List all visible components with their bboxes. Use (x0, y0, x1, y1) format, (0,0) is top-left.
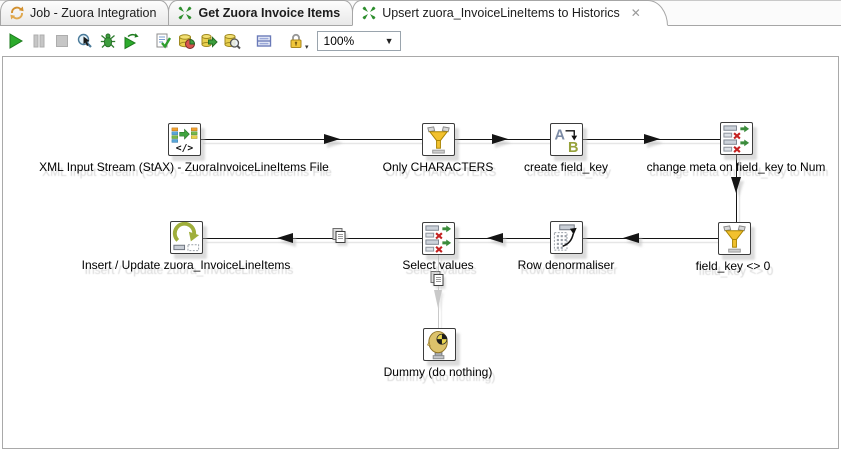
step-label-field-key-not-zero[interactable]: field_key <> 0 (695, 259, 771, 273)
step-insert-update[interactable] (170, 221, 203, 254)
verify-icon (156, 33, 171, 49)
svg-text:B: B (568, 140, 578, 155)
select-values-icon (723, 125, 750, 153)
impact-icon (178, 34, 195, 49)
xml-input-stax-icon: </> (171, 127, 198, 154)
transformation-canvas[interactable]: </> A B (2, 56, 839, 449)
close-icon[interactable]: ✕ (630, 6, 641, 20)
dummy-icon (427, 330, 448, 360)
filter-rows-icon (427, 126, 450, 154)
stop-icon (55, 35, 68, 47)
tab-label: Get Zuora Invoice Items (198, 6, 341, 20)
stop-button[interactable] (50, 30, 73, 53)
step-field-key-not-zero[interactable] (718, 222, 751, 255)
hop-fieldkey-rowdenormaliser[interactable] (583, 238, 718, 239)
svg-text:</>: </> (176, 143, 194, 154)
lock-icon (290, 33, 301, 48)
show-results-button[interactable] (252, 30, 275, 53)
svg-text:A: A (554, 128, 565, 144)
tab-job-zuora-integration[interactable]: Job - Zuora Integration (0, 0, 170, 25)
zoom-level-value: 100% (323, 34, 355, 48)
hop-xmlinput-onlycharacters[interactable] (200, 139, 422, 140)
debug-icon (100, 33, 115, 48)
step-xml-input-stax[interactable]: </> (168, 123, 201, 156)
chevron-down-icon: ▼ (384, 36, 394, 46)
step-label-insert-update[interactable]: Insert / Update zuora_InvoiceLineItems (81, 258, 291, 272)
step-label-create-field-key[interactable]: create field_key (523, 160, 609, 174)
zoom-level-combo[interactable]: 100% ▼ (316, 31, 401, 51)
step-label-change-meta[interactable]: change meta on field_key to Num (646, 160, 826, 174)
debug-button[interactable] (96, 30, 119, 53)
hop-arrow-right (324, 134, 340, 144)
lock-button[interactable] (284, 30, 307, 53)
copy-rows-icon (430, 271, 444, 286)
sql-button[interactable] (197, 30, 220, 53)
hop-arrow-down-gray (434, 290, 442, 308)
hop-arrow-down (731, 177, 741, 193)
step-label-xml-input[interactable]: XML Input Stream (StAX) - ZuoraInvoiceLi… (39, 160, 329, 174)
row-denormaliser-icon (553, 224, 577, 251)
select-values-icon (425, 225, 452, 253)
step-change-meta[interactable] (720, 122, 753, 155)
tab-upsert-invoicelineitems[interactable]: Upsert zuora_InvoiceLineItems to Histori… (352, 0, 668, 26)
step-label-only-characters[interactable]: Only CHARACTERS (382, 160, 494, 174)
tab-get-zuora-invoice-items[interactable]: Get Zuora Invoice Items (168, 0, 354, 25)
pause-icon (33, 34, 44, 48)
verify-button[interactable] (151, 30, 174, 53)
tab-bar: Job - Zuora Integration Get Zuora Invoic… (0, 0, 841, 26)
chevron-down-icon[interactable]: ▾ (305, 43, 309, 51)
step-create-field-key[interactable]: A B (550, 123, 583, 156)
job-icon (10, 6, 24, 20)
hop-arrow-left (277, 233, 293, 243)
replay-button[interactable] (119, 30, 142, 53)
step-select-values[interactable] (422, 222, 455, 255)
show-results-icon (256, 35, 271, 47)
explore-database-icon (224, 34, 241, 50)
step-only-characters[interactable] (422, 123, 455, 156)
run-icon (9, 33, 23, 49)
hop-arrow-left (623, 233, 639, 243)
impact-button[interactable] (174, 30, 197, 53)
step-dummy[interactable] (423, 328, 456, 361)
filter-rows-icon (723, 225, 746, 253)
replay-icon (124, 33, 139, 50)
value-mapper-ab-icon: A B (554, 128, 578, 156)
step-row-denormaliser[interactable] (550, 221, 583, 254)
step-label-row-denormaliser[interactable]: Row denormaliser (517, 258, 615, 272)
explore-database-button[interactable] (220, 30, 243, 53)
preview-button[interactable] (73, 30, 96, 53)
insert-update-icon (172, 222, 200, 252)
tab-label: Upsert zuora_InvoiceLineItems to Histori… (382, 6, 620, 20)
pause-button[interactable] (27, 30, 50, 53)
transformation-icon (178, 6, 193, 20)
transformation-icon (362, 6, 376, 20)
hop-arrow-right (644, 134, 660, 144)
copy-rows-icon (332, 228, 346, 243)
tab-label: Job - Zuora Integration (30, 6, 157, 20)
step-label-select-values[interactable]: Select values (402, 258, 474, 272)
toolbar: ▾ 100% ▼ (0, 26, 841, 56)
preview-icon (77, 33, 92, 48)
hop-arrow-right (492, 134, 508, 144)
hop-selectvalues-insertupdate[interactable] (203, 238, 422, 239)
run-button[interactable] (4, 30, 27, 53)
hop-arrow-left (487, 233, 503, 243)
sql-icon (201, 34, 218, 48)
step-label-dummy[interactable]: Dummy (do nothing) (383, 365, 493, 379)
